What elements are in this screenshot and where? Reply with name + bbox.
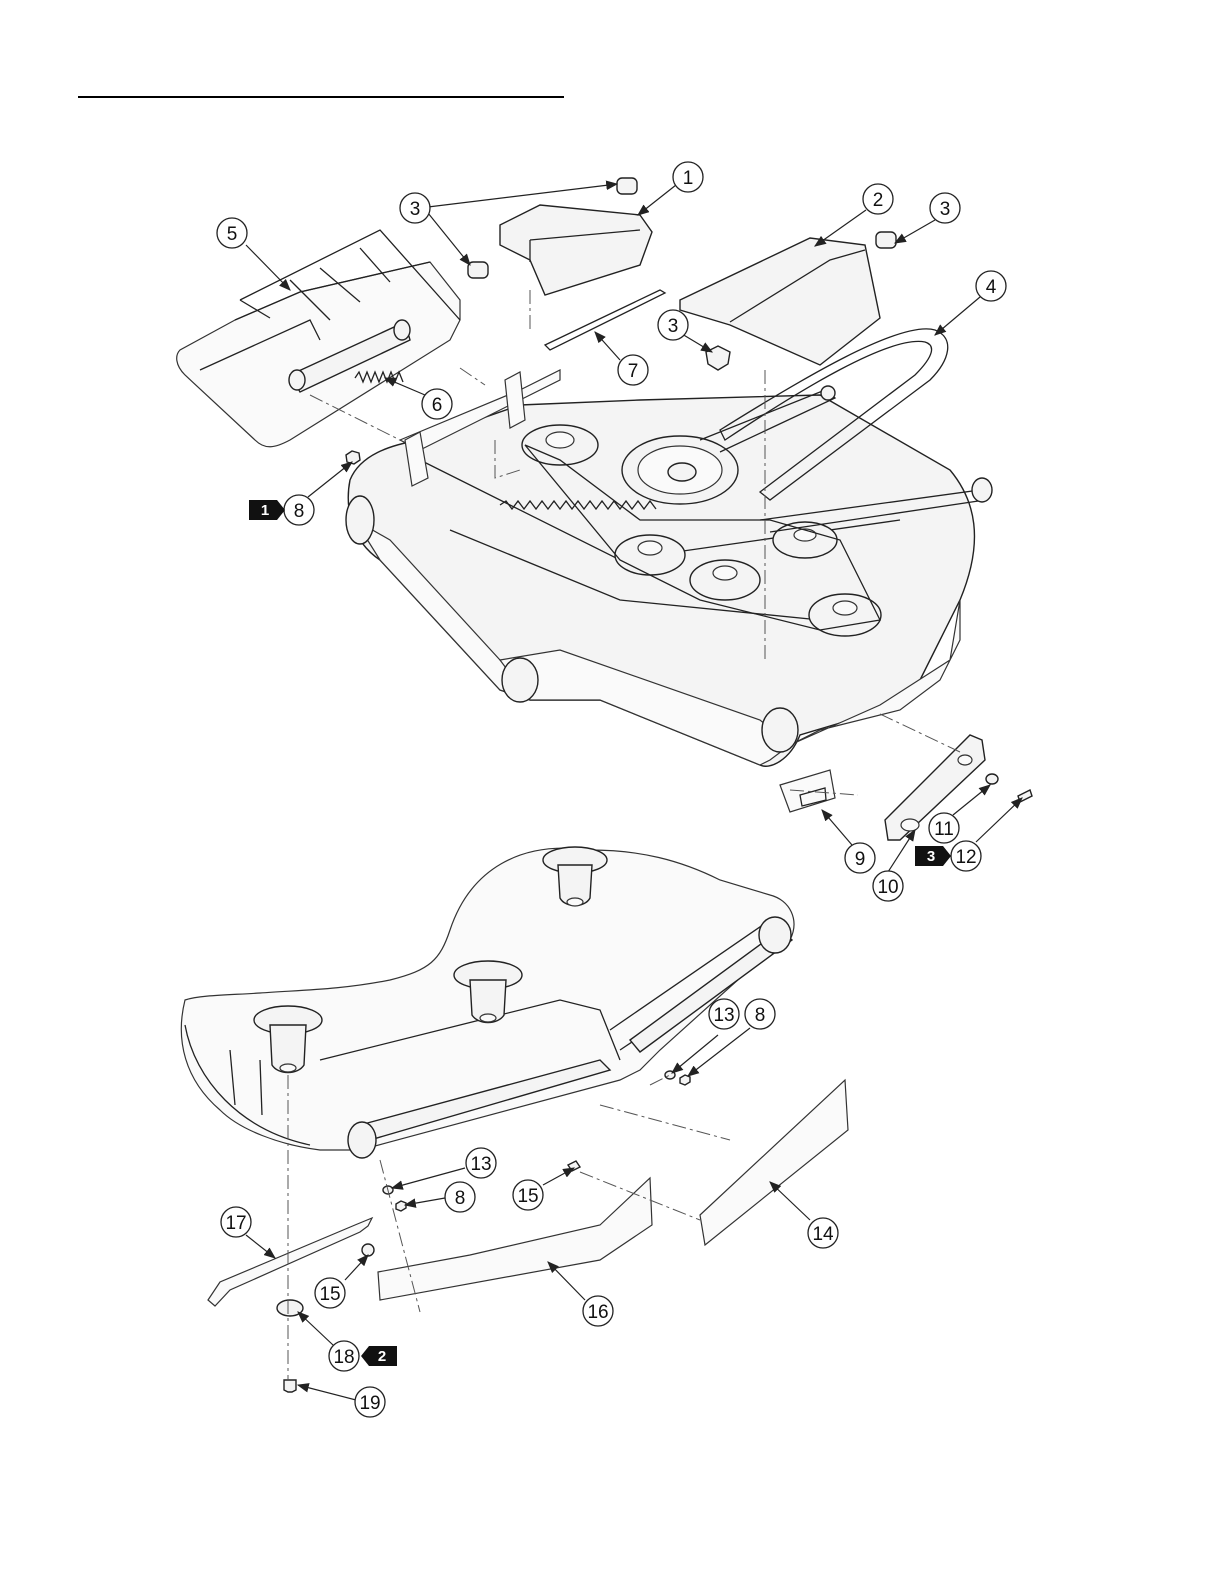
svg-text:6: 6 bbox=[432, 395, 443, 416]
knob-3-a bbox=[617, 178, 637, 194]
svg-text:1: 1 bbox=[683, 168, 694, 189]
svg-text:1: 1 bbox=[261, 502, 269, 519]
svg-text:8: 8 bbox=[294, 501, 305, 522]
svg-text:2: 2 bbox=[873, 190, 884, 211]
callout: 17 bbox=[221, 1207, 251, 1237]
svg-text:4: 4 bbox=[986, 277, 997, 298]
callout: 13 bbox=[709, 999, 739, 1029]
callout: 14 bbox=[808, 1218, 838, 1248]
reference-flag: 1 bbox=[249, 500, 285, 520]
knob-3-d bbox=[706, 346, 730, 370]
callout: 8 bbox=[745, 999, 775, 1029]
roller-front-left bbox=[502, 658, 538, 702]
callout: 16 bbox=[583, 1296, 613, 1326]
svg-text:14: 14 bbox=[812, 1224, 834, 1245]
callout: 1 bbox=[673, 162, 703, 192]
svg-text:5: 5 bbox=[227, 224, 238, 245]
callout: 15 bbox=[315, 1278, 345, 1308]
svg-text:15: 15 bbox=[517, 1186, 538, 1207]
callout: 19 bbox=[355, 1387, 385, 1417]
washer-11 bbox=[986, 774, 998, 784]
svg-text:10: 10 bbox=[877, 877, 898, 898]
pulley-engine-drive bbox=[622, 436, 738, 504]
nut-8-b bbox=[396, 1201, 406, 1211]
callout: 6 bbox=[422, 389, 452, 419]
callout: 15 bbox=[513, 1180, 543, 1210]
svg-text:16: 16 bbox=[587, 1302, 608, 1323]
bolt-15-a bbox=[568, 1161, 580, 1171]
callout: 3 bbox=[930, 193, 960, 223]
callout: 8 bbox=[445, 1182, 475, 1212]
callout: 2 bbox=[863, 184, 893, 214]
underside-roller-right bbox=[759, 917, 791, 953]
svg-text:13: 13 bbox=[713, 1005, 734, 1026]
pulley-spindle-left bbox=[522, 425, 598, 465]
deck-underside-assembly bbox=[181, 847, 794, 1158]
pulley-center bbox=[690, 560, 760, 600]
svg-text:19: 19 bbox=[359, 1393, 380, 1414]
callout: 8 bbox=[284, 495, 314, 525]
svg-text:12: 12 bbox=[955, 847, 976, 868]
callout: 9 bbox=[845, 843, 875, 873]
svg-text:8: 8 bbox=[755, 1005, 766, 1026]
svg-text:3: 3 bbox=[410, 199, 421, 220]
callout: 5 bbox=[217, 218, 247, 248]
nut-8-top bbox=[346, 451, 360, 464]
knob-3-b bbox=[468, 262, 488, 278]
callout: 10 bbox=[873, 871, 903, 901]
underside-roller-left bbox=[348, 1122, 376, 1158]
nut-8-a bbox=[680, 1075, 690, 1085]
svg-text:3: 3 bbox=[668, 316, 679, 337]
belt-cover-1 bbox=[500, 205, 652, 295]
bolt-15-b bbox=[362, 1244, 374, 1256]
svg-text:2: 2 bbox=[378, 1348, 386, 1365]
svg-text:11: 11 bbox=[934, 819, 954, 840]
discharge-chute-5 bbox=[177, 230, 460, 447]
pulley-center-left bbox=[615, 535, 685, 575]
svg-text:18: 18 bbox=[333, 1347, 354, 1368]
svg-text:15: 15 bbox=[319, 1284, 340, 1305]
callout: 7 bbox=[618, 355, 648, 385]
svg-text:7: 7 bbox=[628, 361, 639, 382]
callout: 3 bbox=[658, 310, 688, 340]
callout: 3 bbox=[400, 193, 430, 223]
roller-front-right bbox=[762, 708, 798, 752]
svg-text:17: 17 bbox=[225, 1213, 246, 1234]
svg-text:3: 3 bbox=[940, 199, 951, 220]
belt-cover-2 bbox=[680, 238, 880, 365]
svg-text:13: 13 bbox=[470, 1154, 491, 1175]
deck-top-assembly bbox=[346, 370, 992, 766]
svg-text:8: 8 bbox=[455, 1188, 466, 1209]
reference-flag: 2 bbox=[361, 1346, 397, 1366]
knob-3-c bbox=[876, 232, 896, 248]
bolt-19 bbox=[284, 1380, 296, 1392]
bracket-9 bbox=[780, 770, 835, 812]
callout: 12 bbox=[951, 841, 981, 871]
svg-text:9: 9 bbox=[855, 849, 866, 870]
reference-flag: 3 bbox=[915, 846, 951, 866]
roller-left bbox=[346, 496, 374, 544]
callout: 4 bbox=[976, 271, 1006, 301]
callout: 11 bbox=[929, 813, 959, 843]
svg-text:3: 3 bbox=[927, 848, 935, 865]
callout: 18 bbox=[329, 1341, 359, 1371]
callout: 13 bbox=[466, 1148, 496, 1178]
rod-7 bbox=[545, 290, 665, 350]
